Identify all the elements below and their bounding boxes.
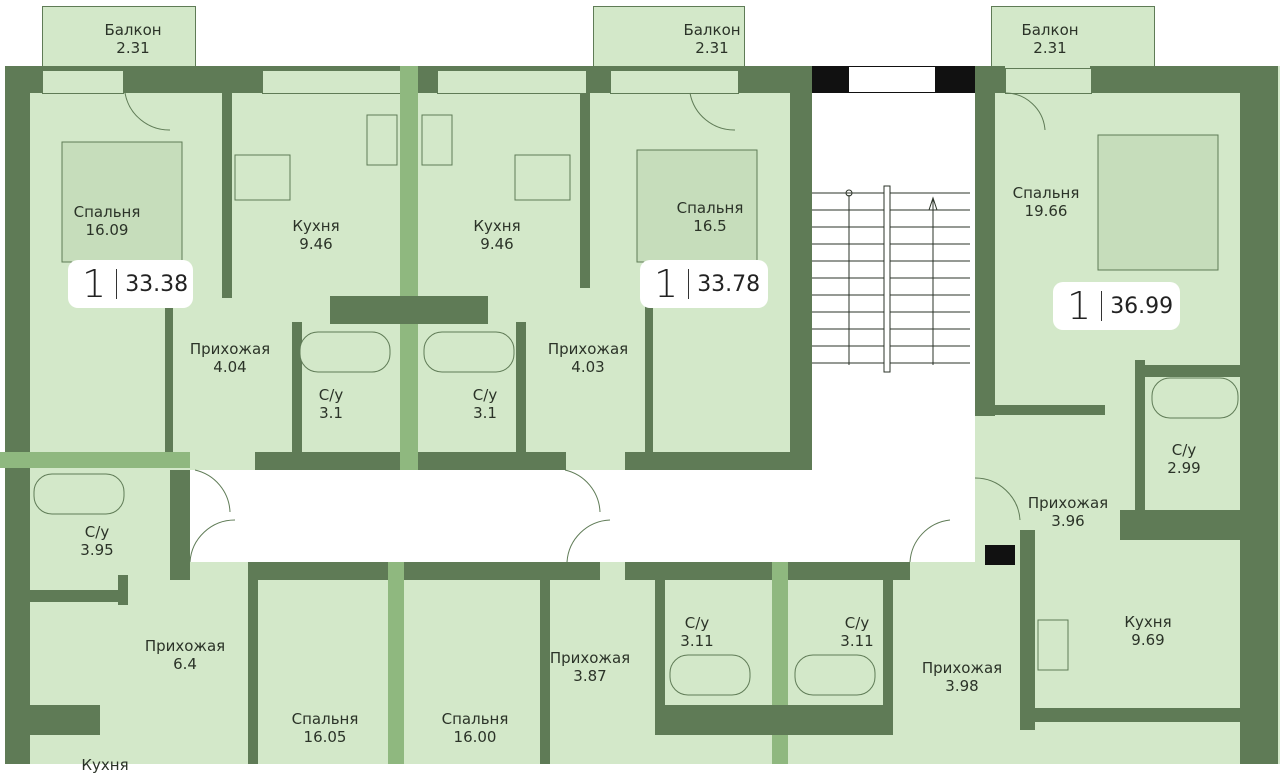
wall	[655, 705, 893, 735]
stairs	[812, 185, 970, 373]
wall	[418, 452, 566, 470]
wall	[165, 300, 173, 452]
wall	[516, 322, 526, 452]
wall	[1240, 66, 1278, 764]
window	[1005, 68, 1092, 94]
window	[848, 66, 937, 93]
wall	[292, 322, 302, 452]
wall	[790, 66, 812, 470]
wall	[1035, 708, 1240, 722]
door-swings	[124, 92, 1046, 563]
wall	[645, 300, 653, 452]
wall	[655, 575, 665, 705]
wall	[330, 296, 488, 324]
wall	[935, 66, 975, 93]
wall	[883, 575, 893, 705]
wall	[30, 705, 100, 735]
wall	[975, 66, 995, 416]
window	[42, 70, 124, 94]
window	[610, 70, 739, 94]
fixtures	[33, 114, 1239, 696]
wall	[255, 452, 400, 470]
balcony-2	[593, 6, 745, 70]
party-wall	[388, 562, 404, 764]
wall	[625, 452, 812, 470]
wall	[5, 66, 30, 764]
window	[262, 70, 402, 94]
wall	[222, 93, 232, 298]
window	[437, 70, 587, 94]
wall	[248, 562, 600, 580]
wall	[1135, 360, 1145, 510]
room-label: Кухня	[81, 756, 129, 774]
wall	[1145, 365, 1245, 377]
wall	[975, 405, 1105, 415]
wall	[170, 470, 190, 580]
wall	[540, 562, 550, 764]
wall	[625, 562, 910, 580]
wall	[580, 93, 590, 288]
wall	[985, 545, 1015, 565]
wall	[1020, 530, 1035, 730]
balcony-1	[42, 6, 196, 70]
wall	[812, 66, 848, 93]
party-wall	[400, 66, 418, 470]
party-wall	[0, 452, 190, 468]
wall	[248, 562, 258, 764]
wall	[1120, 510, 1240, 540]
wall	[1090, 66, 1258, 93]
wall	[30, 590, 125, 602]
wall	[118, 575, 128, 605]
